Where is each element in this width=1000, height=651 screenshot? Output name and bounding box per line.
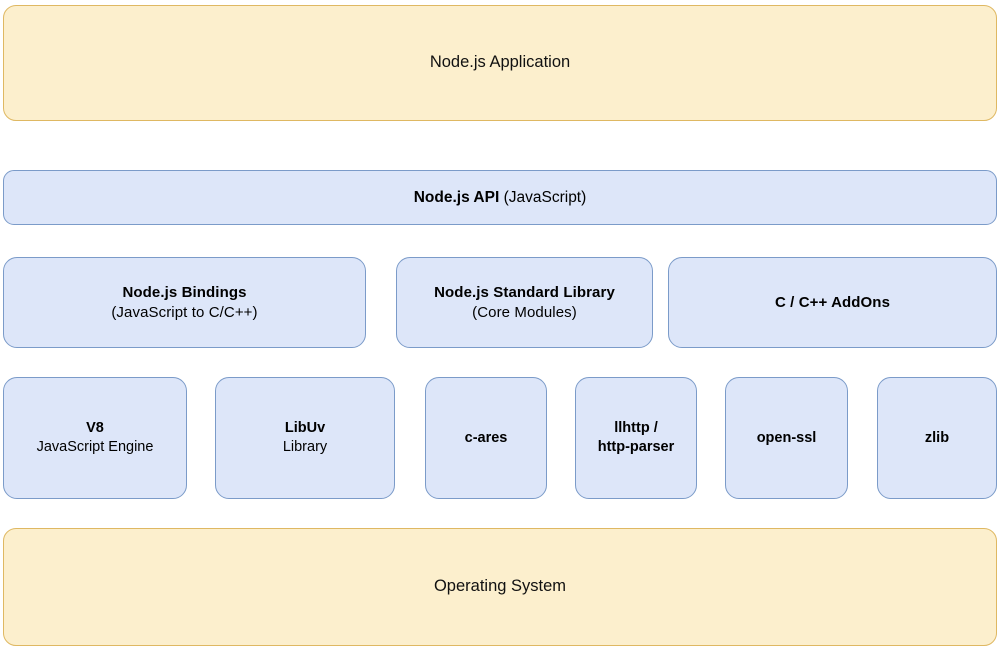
layer-nodejs-api-label: Node.js API (JavaScript): [414, 188, 587, 208]
component-c-cpp-addons: C / C++ AddOns: [668, 257, 997, 348]
layer-nodejs-application-label: Node.js Application: [429, 53, 571, 72]
component-zlib-title: zlib: [924, 429, 950, 446]
component-llhttp-http-parser-subtitle: http-parser: [597, 439, 675, 455]
component-open-ssl-title: open-ssl: [756, 429, 817, 446]
layer-nodejs-application: Node.js Application: [3, 5, 997, 121]
component-nodejs-bindings-subtitle: (JavaScript to C/C++): [111, 303, 258, 321]
component-libuv: LibUv Library: [215, 377, 395, 499]
component-libuv-subtitle: Library: [282, 439, 328, 455]
layer-nodejs-api-label-plain: (JavaScript): [503, 188, 587, 206]
component-nodejs-standard-library-title: Node.js Standard Library: [434, 284, 615, 302]
component-c-ares-title: c-ares: [464, 429, 508, 446]
layer-nodejs-api: Node.js API (JavaScript): [3, 170, 997, 225]
component-libuv-title: LibUv: [284, 420, 326, 437]
component-nodejs-standard-library: Node.js Standard Library (Core Modules): [396, 257, 653, 348]
component-llhttp-http-parser: llhttp / http-parser: [575, 377, 697, 499]
layer-operating-system-label: Operating System: [433, 577, 567, 596]
component-open-ssl: open-ssl: [725, 377, 848, 499]
component-zlib: zlib: [877, 377, 997, 499]
component-nodejs-bindings-title: Node.js Bindings: [122, 284, 247, 302]
component-c-ares: c-ares: [425, 377, 547, 499]
component-llhttp-http-parser-title: llhttp /: [614, 420, 658, 437]
layer-operating-system: Operating System: [3, 528, 997, 646]
component-v8-subtitle: JavaScript Engine: [36, 439, 154, 455]
component-nodejs-standard-library-subtitle: (Core Modules): [472, 303, 577, 321]
component-c-cpp-addons-title: C / C++ AddOns: [774, 293, 891, 311]
component-v8-title: V8: [86, 420, 104, 437]
component-v8: V8 JavaScript Engine: [3, 377, 187, 499]
layer-nodejs-api-label-bold: Node.js API: [413, 188, 500, 206]
component-nodejs-bindings: Node.js Bindings (JavaScript to C/C++): [3, 257, 366, 348]
